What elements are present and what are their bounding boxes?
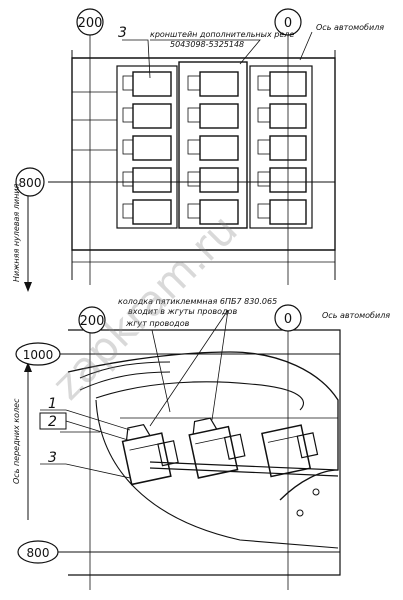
front-axle-label: Ось передних колес (12, 398, 21, 484)
ground-arrow-head (24, 282, 32, 292)
relay (132, 135, 172, 161)
relay-socket (187, 203, 201, 219)
dim-text-0: 0 (284, 16, 292, 31)
bracket-label: кронштейн дополнительных реле (150, 30, 294, 39)
fender-contour (67, 351, 339, 501)
relay-socket (187, 139, 201, 155)
relay-socket (257, 107, 271, 123)
dim-text-200: 200 (78, 16, 103, 31)
relay-socket (187, 171, 201, 187)
harness-tube-1 (79, 361, 171, 379)
bracket-part-number: 5043098-5325148 (170, 40, 244, 49)
relay-group-3 (257, 71, 307, 225)
dim-text-800: 800 (19, 176, 42, 190)
bolt-hole (312, 488, 320, 496)
leader-connector (149, 309, 229, 427)
callout-2: 2 (48, 414, 57, 430)
top-view: 200 0 800 3 кронштейн дополнительных рел… (12, 8, 384, 292)
relay-socket (122, 75, 134, 91)
dim-text-1000: 1000 (23, 348, 54, 362)
relay (199, 71, 239, 97)
leader-callout-3 (122, 39, 151, 79)
relay-column-3 (249, 65, 313, 229)
relay-column-2 (178, 61, 248, 229)
relay-socket (187, 75, 201, 91)
bolt-hole (296, 509, 304, 517)
axis-label-side: Ось автомобиля (322, 311, 390, 320)
side-view: 1 2 3 Ось передних колес 200 0 1000 800 … (12, 297, 390, 590)
axis-label-top: Ось автомобиля (316, 23, 384, 32)
side-dim-text-0: 0 (284, 312, 292, 327)
dim-circle-1000 (15, 342, 61, 366)
relay-side-3 (261, 424, 319, 478)
relay-side-2 (188, 417, 246, 479)
relay-socket (187, 107, 201, 123)
callout-1: 1 (48, 396, 57, 412)
dim-circle-0 (274, 8, 302, 36)
dim-circle-800 (15, 167, 45, 197)
side-dim-text-200: 200 (80, 314, 105, 329)
leader-axis (299, 31, 313, 61)
relay-column-1 (116, 65, 178, 229)
wheel-arch-contour (95, 399, 339, 549)
relay-socket (122, 107, 134, 123)
dim-text-800-side: 800 (27, 546, 50, 560)
dim-circle-200 (76, 8, 104, 36)
connector-note: входит в жгуты проводов (128, 307, 237, 316)
relay-socket (257, 203, 271, 219)
callouts-left (39, 409, 131, 479)
relay-socket (257, 75, 271, 91)
callout-3-top: 3 (118, 25, 127, 41)
dim-circle-800-side (17, 540, 59, 564)
relay-socket (257, 171, 271, 187)
side-frame (68, 329, 341, 576)
relay (132, 103, 172, 129)
relay-socket (122, 139, 134, 155)
relay-group-1 (122, 71, 172, 225)
relay-side-1 (121, 424, 179, 486)
side-dim-circle-0 (274, 304, 302, 332)
relay (132, 199, 172, 225)
relay (132, 71, 172, 97)
leader-bracket (150, 39, 261, 65)
harness-label: жгут проводов (125, 319, 190, 328)
ground-line-label: Нижняя нулевая линия (12, 183, 21, 282)
relay-socket (257, 139, 271, 155)
relay (199, 135, 239, 161)
relay-socket (122, 171, 134, 187)
relay (199, 103, 239, 129)
relay (132, 167, 172, 193)
inner-contour (95, 381, 305, 411)
callout-3-side: 3 (48, 450, 57, 466)
relay-group-2 (187, 71, 239, 225)
leader-harness (151, 329, 171, 413)
wire-lines (72, 91, 117, 151)
relay (199, 167, 239, 193)
connector-label: колодка пятиклеммная 6ПБ7 830.065 (118, 297, 277, 306)
front-axle-arrow-head (24, 362, 32, 372)
side-dim-circle-200 (78, 306, 106, 334)
relay-socket (122, 203, 134, 219)
